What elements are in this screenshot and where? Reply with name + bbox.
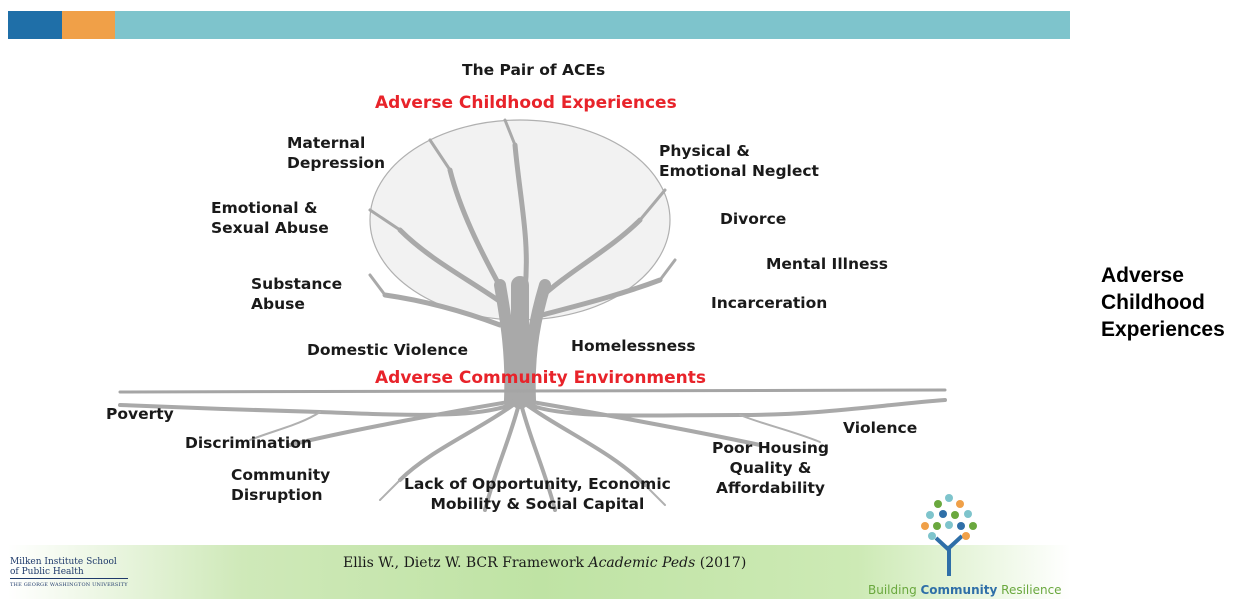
item-lack-of-opportunity: Lack of Opportunity, Economic Mobility &… [404,475,671,513]
diagram-title: The Pair of ACEs [462,61,606,79]
bcr-word-resilience: Resilience [997,583,1062,597]
footer-band [8,545,1070,599]
item-mental-illness: Mental Illness [766,255,888,273]
item-emotional-sexual-abuse: Emotional & Sexual Abuse [211,199,329,237]
item-poor-housing: Poor Housing Quality & Affordability [712,439,830,497]
item-homelessness: Homelessness [571,337,696,355]
item-community-disruption: Community Disruption [231,466,331,504]
bcr-wordmark: Building Community Resilience [868,583,1062,597]
bcr-tree-logo [921,494,977,576]
milken-logo: Milken Institute School of Public Health… [10,557,128,590]
citation-authors: Ellis W., Dietz W. BCR Framework [343,555,589,571]
community-heading: Adverse Community Environments [375,368,707,388]
item-maternal-depression: Maternal Depression [287,134,386,172]
item-physical-emotional-neglect: Physical & Emotional Neglect [659,142,819,180]
item-discrimination: Discrimination [185,434,312,452]
item-domestic-violence: Domestic Violence [307,341,468,359]
item-divorce: Divorce [720,210,787,228]
slide: The Pair of ACEs Adverse Childhood Exper… [8,11,1070,599]
header-bar-orange-segment [62,11,115,39]
header-bar-blue-segment [8,11,62,39]
citation-journal: Academic Peds [588,555,696,571]
citation-year: (2017) [695,555,747,571]
bcr-word-building: Building [868,583,921,597]
institution-name-line1: Milken Institute School [10,557,117,567]
header-bar [8,11,1070,39]
item-violence: Violence [843,419,918,437]
item-incarceration: Incarceration [711,294,828,312]
citation: Ellis W., Dietz W. BCR Framework Academi… [343,555,746,571]
side-title: Adverse Childhood Experiences [1101,264,1225,341]
item-substance-abuse: Substance Abuse [251,275,343,313]
bcr-word-community: Community [920,583,998,597]
item-poverty: Poverty [106,405,174,423]
institution-university: THE GEORGE WASHINGTON UNIVERSITY [10,578,128,590]
tree-illustration [118,118,947,512]
institution-name-line2: of Public Health [10,567,84,577]
childhood-heading: Adverse Childhood Experiences [375,93,677,113]
